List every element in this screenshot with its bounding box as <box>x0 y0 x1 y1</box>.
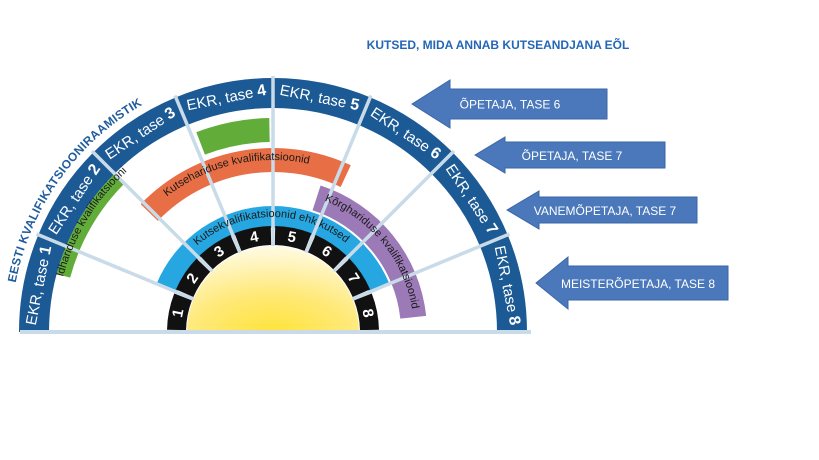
sector-divider <box>332 149 456 273</box>
level-number-label: 5 <box>286 228 297 246</box>
level-numbers-ring <box>167 226 379 331</box>
level-number-segment <box>199 234 239 270</box>
arrow-meisteropetaja-8: MEISTERÕPETAJA, TASE 8 <box>535 255 729 311</box>
base-line <box>20 330 531 334</box>
level-number-segment <box>335 258 371 298</box>
level-number-label: 1 <box>169 307 187 318</box>
sector-divider <box>173 94 242 254</box>
ekr-level-segment <box>19 234 67 332</box>
sector-divider <box>304 94 373 254</box>
level-number-segment <box>234 226 272 251</box>
band-vocational <box>140 147 351 221</box>
sector-divider <box>35 232 195 301</box>
diagram-title: KUTSED, MIDA ANNAB KUTSEANDJANA EÕL <box>367 37 630 52</box>
arrow-label: ÕPETAJA, TASE 7 <box>522 148 623 163</box>
band-general <box>56 173 125 278</box>
arrow-label: MEISTERÕPETAJA, TASE 8 <box>561 276 715 291</box>
sun-graphic <box>187 246 359 332</box>
ekr-level-segment <box>93 97 188 174</box>
ekr-level-segment <box>175 78 273 126</box>
ekr-level-ring <box>19 78 527 332</box>
sector-divider <box>90 149 214 273</box>
ekr-level-segment <box>273 78 371 126</box>
sector-divider <box>351 232 511 301</box>
level-number-segment <box>307 234 347 270</box>
arrow-label: VANEMÕPETAJA, TASE 7 <box>534 203 677 218</box>
qualification-bands <box>56 118 427 319</box>
level-number-segment <box>167 293 192 331</box>
ekr-level-segment <box>38 152 115 247</box>
teacher-level-arrows: ÕPETAJA, TASE 6 ÕPETAJA, TASE 7 VANEMÕPE… <box>411 79 729 311</box>
level-number-label: 8 <box>358 307 376 318</box>
ekr-level-segment <box>431 152 508 247</box>
band-general-level-4 <box>196 118 270 155</box>
ekr-level-segment <box>358 97 453 174</box>
sector-dividers <box>35 76 511 301</box>
level-number-segment <box>175 258 211 298</box>
level-number-segment <box>274 226 312 251</box>
arrow-opetaja-7: ÕPETAJA, TASE 7 <box>474 136 666 174</box>
band-professional <box>156 205 389 294</box>
arrow-label: ÕPETAJA, TASE 6 <box>460 97 561 112</box>
arrow-opetaja-6: ÕPETAJA, TASE 6 <box>411 79 608 129</box>
arrow-vanemopetaja-7: VANEMÕPETAJA, TASE 7 <box>506 190 698 230</box>
band-higher <box>312 185 427 319</box>
ekr-level-segment <box>479 234 527 332</box>
level-number-segment <box>354 293 379 331</box>
